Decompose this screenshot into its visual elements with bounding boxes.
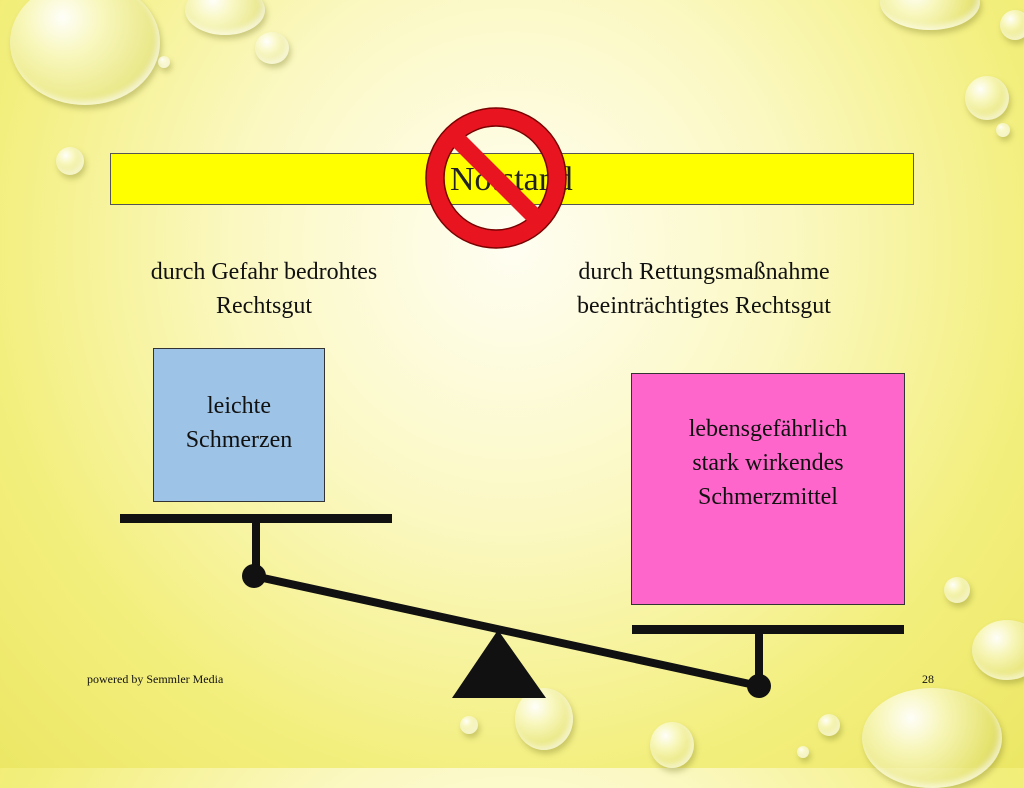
heading-line: durch Rettungsmaßnahme — [578, 259, 830, 285]
water-drop — [1000, 10, 1024, 40]
footer-credit: powered by Semmler Media — [87, 672, 224, 686]
box-line: Schmerzmittel — [698, 484, 838, 510]
scale-left-post — [252, 520, 260, 576]
scale-right-pan — [632, 625, 904, 634]
water-drop — [10, 0, 160, 105]
scale-left-pan — [120, 514, 392, 523]
water-drop — [56, 147, 84, 175]
water-drop — [944, 577, 970, 603]
box-line: leichte — [207, 393, 271, 419]
water-drop — [797, 746, 809, 758]
water-drop — [255, 32, 289, 64]
scale-right-joint — [747, 674, 771, 698]
balance-scale — [120, 514, 904, 698]
water-drop — [818, 714, 840, 736]
water-drop — [515, 688, 573, 750]
scale-right-post — [755, 632, 763, 688]
heading-line: durch Gefahr bedrohtes — [150, 259, 378, 285]
heading-line: Rechtsgut — [216, 293, 312, 319]
water-drop — [158, 56, 170, 68]
prohibition-sign — [425, 107, 567, 249]
water-drop — [965, 76, 1009, 120]
box-line: stark wirkendes — [692, 450, 844, 476]
scale-fulcrum — [452, 630, 546, 698]
scale-left-joint — [242, 564, 266, 588]
water-drop — [996, 123, 1010, 137]
heading-threatened-legal-good: durch Gefahr bedrohtes Rechtsgut — [104, 255, 424, 323]
water-drop — [972, 620, 1024, 680]
box-light-pain: leichte Schmerzen — [153, 348, 325, 502]
box-strong-painkiller: lebensgefährlich stark wirkendes Schmerz… — [631, 373, 905, 605]
no-entry-icon — [425, 107, 567, 249]
scale-beam — [253, 572, 760, 690]
water-drop — [650, 722, 694, 768]
box-line: lebensgefährlich — [688, 416, 848, 442]
water-drop — [460, 716, 478, 734]
box-line: Schmerzen — [185, 427, 293, 453]
page-number: 28 — [922, 672, 934, 686]
heading-impaired-legal-good: durch Rettungsmaßnahme beeinträchtigtes … — [524, 255, 884, 323]
heading-line: beeinträchtigtes Rechtsgut — [577, 293, 831, 319]
